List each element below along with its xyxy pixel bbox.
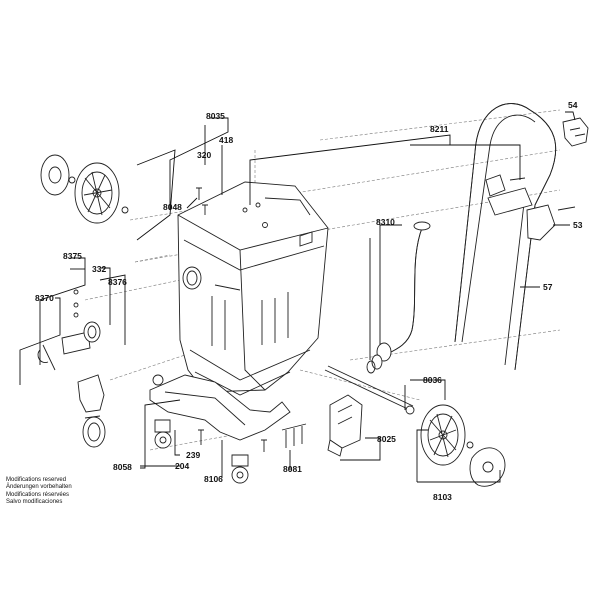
label-8376: 8376 (108, 277, 127, 287)
label-8081: 8081 (283, 464, 302, 474)
label-204: 204 (175, 461, 189, 471)
tub-screws (196, 187, 208, 215)
push-handle (454, 103, 576, 371)
chassis-frame (149, 374, 291, 441)
label-54: 54 (568, 100, 578, 110)
wheel-right-assembly (420, 404, 506, 487)
notice-line-de: Änderungen vorbehalten (6, 484, 72, 491)
label-8211: 8211 (430, 124, 449, 134)
label-53: 53 (573, 220, 583, 230)
label-332: 332 (92, 264, 106, 274)
label-8310: 8310 (376, 217, 395, 227)
container-tub (177, 181, 329, 396)
chassis-screws (198, 429, 267, 452)
label-320: 320 (197, 150, 211, 160)
label-57: 57 (543, 282, 553, 292)
notice-line-en: Modifications reserved (6, 477, 67, 483)
hose-inlet-assembly (37, 289, 106, 448)
label-8025: 8025 (377, 434, 396, 444)
label-8058: 8058 (113, 462, 132, 472)
cable-bracket (327, 394, 363, 457)
label-8036: 8036 (423, 375, 442, 385)
label-8370: 8370 (35, 293, 54, 303)
castor-wheel-front (154, 419, 172, 449)
label-239: 239 (186, 450, 200, 460)
callout-labels: 8035 320 418 8048 8211 54 53 57 8310 837… (35, 100, 583, 502)
label-8048: 8048 (163, 202, 182, 212)
label-8375: 8375 (63, 251, 82, 261)
castor-wheel-rear (231, 454, 249, 484)
modifications-notice: Modifications reserved Änderungen vorbeh… (6, 477, 72, 507)
label-418: 418 (219, 135, 233, 145)
handle-clamp (562, 117, 589, 147)
notice-line-fr: Modifications réservées (6, 491, 70, 498)
suction-hose (366, 221, 431, 374)
wheel-left-assembly (40, 154, 129, 224)
label-8106: 8106 (204, 474, 223, 484)
callout-leaders (19, 111, 576, 483)
clip-set (281, 423, 307, 448)
axle (324, 365, 415, 415)
label-8035: 8035 (206, 111, 225, 121)
label-8103: 8103 (433, 492, 452, 502)
notice-line-es: Salvo modificaciones (6, 499, 63, 506)
